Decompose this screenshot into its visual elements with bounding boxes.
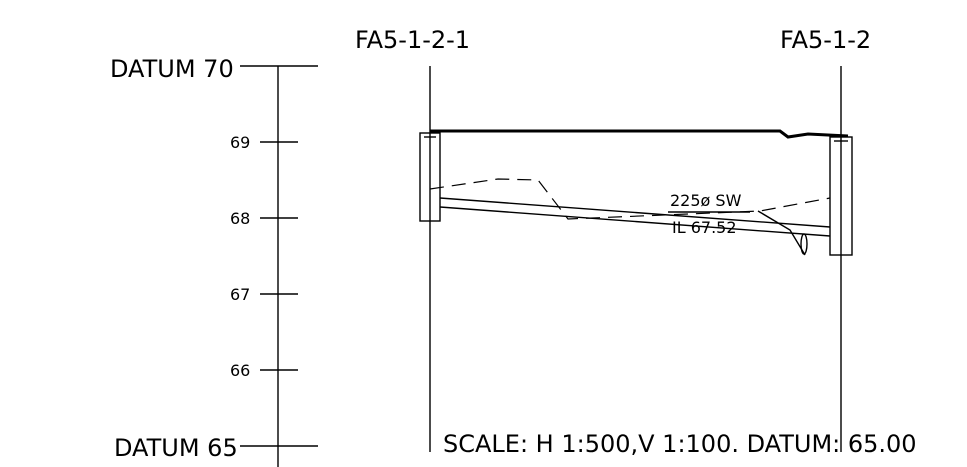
pipe-crown <box>439 197 831 228</box>
invert-level-label: IL 67.52 <box>672 218 737 237</box>
datum-top-label: DATUM 70 <box>110 55 234 83</box>
level-scale: DATUM 70 DATUM 65 69 68 67 66 <box>110 55 318 467</box>
manhole-right-label: FA5-1-2 <box>780 26 871 54</box>
leader-line <box>757 210 806 256</box>
tick-label-69: 69 <box>230 133 250 152</box>
tick-label-66: 66 <box>230 361 250 380</box>
existing-ground-dashed <box>429 178 831 220</box>
tick-label-67: 67 <box>230 285 250 304</box>
ground-level-line <box>430 129 849 139</box>
datum-bottom-label: DATUM 65 <box>114 434 238 462</box>
leader-arrow <box>800 233 808 255</box>
scale-note: SCALE: H 1:500,V 1:100. DATUM: 65.00 <box>443 430 917 458</box>
pipe-invert <box>439 206 831 237</box>
manhole-left-label: FA5-1-2-1 <box>355 26 470 54</box>
tick-label-68: 68 <box>230 209 250 228</box>
pipe-size-label: 225ø SW <box>670 191 742 210</box>
manhole-left-chamber <box>419 132 441 222</box>
